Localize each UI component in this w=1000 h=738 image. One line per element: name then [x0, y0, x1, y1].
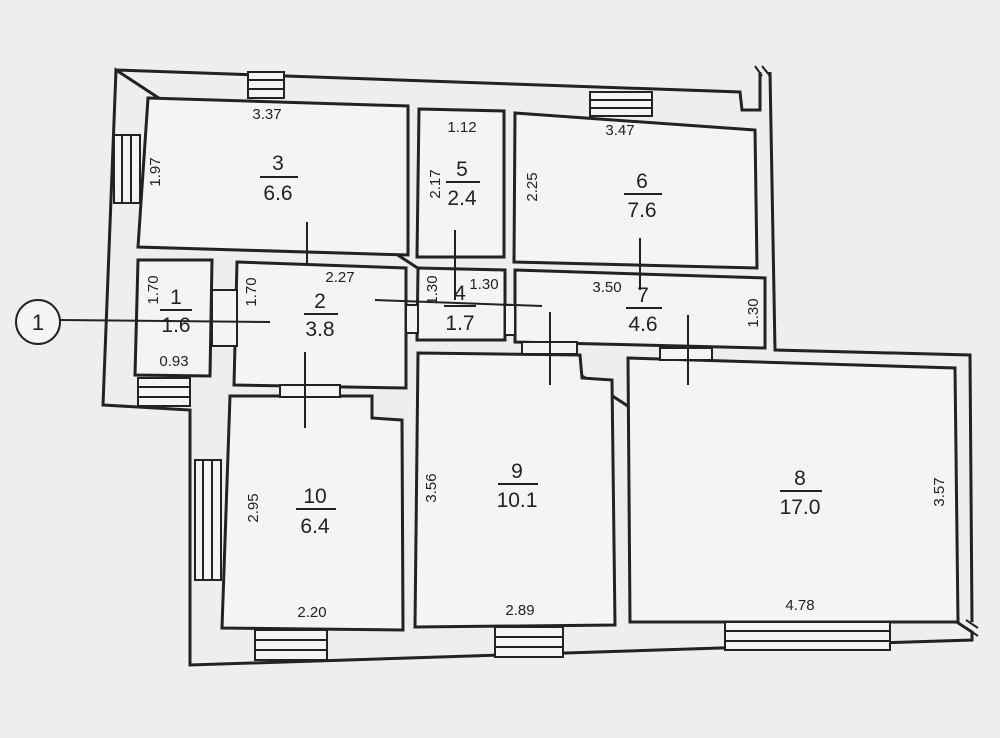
room-1-outline: [133, 258, 214, 378]
room-number: 3: [272, 152, 284, 175]
dim-r6-height: 2.25: [524, 172, 541, 201]
dim-r9-height: 3.56: [423, 473, 440, 502]
room-number: 9: [511, 460, 523, 483]
outer-wall: [101, 67, 974, 667]
room-number: 4: [454, 282, 466, 305]
room-number: 5: [456, 158, 468, 181]
dim-r7-height: 1.30: [745, 298, 762, 327]
room-number: 8: [794, 467, 806, 490]
room-9-label: 9 10.1: [497, 460, 538, 512]
room-5-label: 5 2.4: [446, 158, 480, 210]
dim-r6-width: 3.47: [605, 122, 634, 139]
window-room-10-bottom: [254, 629, 328, 661]
room-8-label: 8 17.0: [780, 467, 822, 519]
dim-r5-width: 1.12: [447, 119, 476, 136]
room-3-label: 3 6.6: [260, 152, 298, 205]
room-4-label: 4 1.7: [444, 282, 476, 335]
dim-r8-height: 3.57: [931, 477, 948, 506]
window-room-3-left: [113, 134, 141, 204]
dim-r1-height: 1.70: [145, 275, 162, 304]
room-area: 6.4: [300, 515, 330, 538]
room-9-outline: [413, 351, 617, 629]
window-room-9-bottom: [494, 626, 564, 658]
room-6-label: 6 7.6: [624, 170, 662, 222]
dim-r3-height: 1.97: [147, 157, 164, 186]
dim-r3-width: 3.37: [252, 106, 281, 123]
dim-r9-width: 2.89: [505, 602, 534, 619]
window-room-3-top: [247, 71, 285, 99]
dim-r8-width: 4.78: [785, 597, 814, 614]
room-10-outline: [220, 394, 405, 632]
room-10-label: 10 6.4: [296, 485, 336, 538]
room-2-label: 2 3.8: [304, 290, 338, 341]
window-room-8-bottom: [724, 621, 891, 651]
window-room-1-bottom: [137, 377, 191, 407]
room-number: 1: [170, 286, 182, 309]
dim-r4-height: 1.30: [424, 275, 441, 304]
passage-lines: [304, 222, 689, 428]
dimension-labels: 3.37 1.97 1.12 2.17 3.47 2.25 1.70 0.93 …: [145, 106, 948, 621]
wall-break-right: [965, 619, 979, 637]
room-area: 1.6: [161, 314, 190, 337]
dim-r2-width: 2.27: [325, 269, 354, 286]
room-area: 3.8: [305, 318, 334, 341]
room-area: 4.6: [628, 313, 657, 336]
dim-r7-width: 3.50: [592, 279, 621, 296]
dim-r10-width: 2.20: [297, 604, 326, 621]
dim-r5-height: 2.17: [427, 169, 444, 198]
axis-marker-1: 1: [15, 299, 271, 345]
dim-r2-height: 1.70: [243, 277, 260, 306]
window-room-6-top: [589, 91, 653, 117]
wall-break-top: [754, 65, 771, 77]
room-number: 6: [636, 170, 648, 193]
room-area: 17.0: [780, 496, 821, 519]
room-1-label: 1 1.6: [160, 286, 192, 337]
dim-r1-width: 0.93: [159, 353, 188, 370]
room-area: 6.6: [263, 182, 292, 205]
dim-r4-width: 1.30: [469, 276, 498, 293]
room-area: 2.4: [447, 187, 477, 210]
room-6-outline: [512, 111, 759, 270]
room-area: 1.7: [445, 312, 474, 335]
room-area: 10.1: [497, 489, 538, 512]
room-area: 7.6: [627, 199, 656, 222]
dim-r10-height: 2.95: [245, 493, 262, 522]
axis-marker-label: 1: [32, 310, 44, 335]
room-number: 7: [637, 284, 649, 307]
room-number: 10: [303, 485, 326, 508]
window-room-10-left: [194, 459, 222, 581]
room-number: 2: [314, 290, 326, 313]
room-7-label: 7 4.6: [626, 284, 662, 336]
